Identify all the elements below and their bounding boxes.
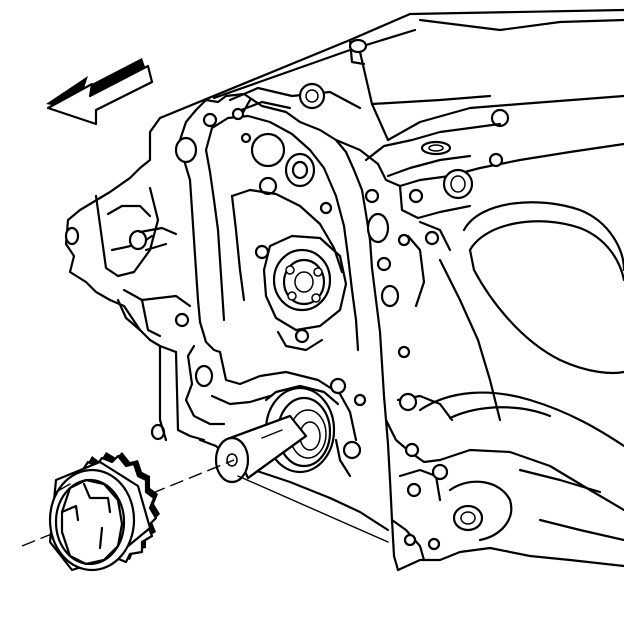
direction-arrow-icon: [46, 58, 154, 126]
block-top-deck: [158, 8, 624, 142]
block-left-side: [64, 116, 206, 442]
lower-front-plate: [198, 350, 390, 532]
installation-centerline: [21, 459, 389, 547]
upper-bore: [262, 234, 348, 352]
crankshaft-nose-icon: [214, 414, 308, 484]
crankshaft-sprocket-icon: [48, 452, 160, 572]
block-right-bank: [334, 122, 624, 572]
block-front-face: [174, 92, 400, 572]
